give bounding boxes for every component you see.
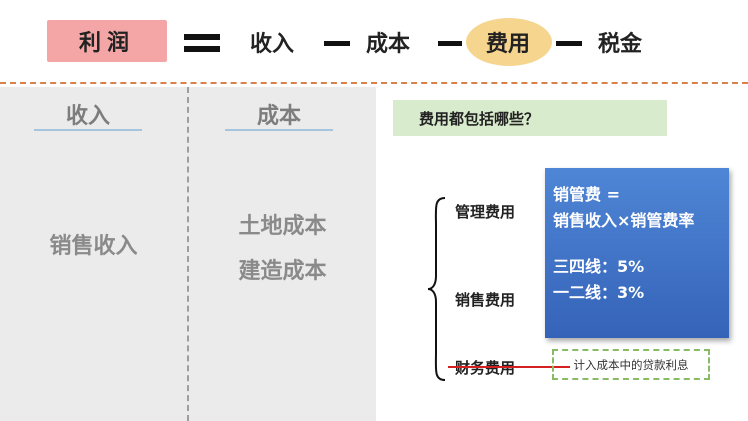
question-text: 费用都包括哪些？ [419,109,540,128]
finance-fee-strikethrough [448,366,570,368]
revenue-term: 收入 [250,32,295,57]
sales-revenue-item: 销售收入 [49,234,138,259]
management-fee-label: 管理费用 [455,203,516,221]
loan-interest-note: 计入成本中的贷款利息 [573,357,689,372]
column-divider [187,87,189,421]
minus-sign-1 [324,41,350,46]
tax-term: 税金 [598,32,643,57]
cost-term: 成本 [366,32,411,57]
minus-sign-2 [438,41,462,46]
construction-cost-item: 建造成本 [238,259,327,284]
tier-12-rate: 一二线：3% [553,283,645,302]
minus-sign-3 [556,41,582,46]
section-divider [0,82,748,84]
finance-fee-label: 财务费用 [455,359,516,377]
tier-34-rate: 三四线：5% [553,257,645,276]
formula-line-2: 销售收入×销管费率 [553,211,695,230]
equals-sign-bottom [184,46,220,52]
equals-sign-top [184,34,220,40]
loan-interest-note-box: 计入成本中的贷款利息 [552,349,710,380]
fees-term: 费用 [486,32,531,57]
cost-heading-underline [225,129,333,131]
profit-term-box: 利润 [47,20,167,62]
sales-fee-label: 销售费用 [455,291,516,309]
formula-line-1: 销管费 = [553,185,620,204]
revenue-column-heading: 收入 [65,104,110,129]
sales-fee-formula-box: 销管费 = 销售收入×销管费率 三四线：5% 一二线：3% [545,168,729,338]
profit-term: 利润 [78,31,135,56]
land-cost-item: 土地成本 [238,214,327,239]
revenue-heading-underline [34,129,142,131]
curly-brace-icon [427,197,446,381]
cost-column-heading: 成本 [256,104,301,129]
fees-highlight-oval [466,18,552,66]
question-banner: 费用都包括哪些？ [393,100,667,136]
